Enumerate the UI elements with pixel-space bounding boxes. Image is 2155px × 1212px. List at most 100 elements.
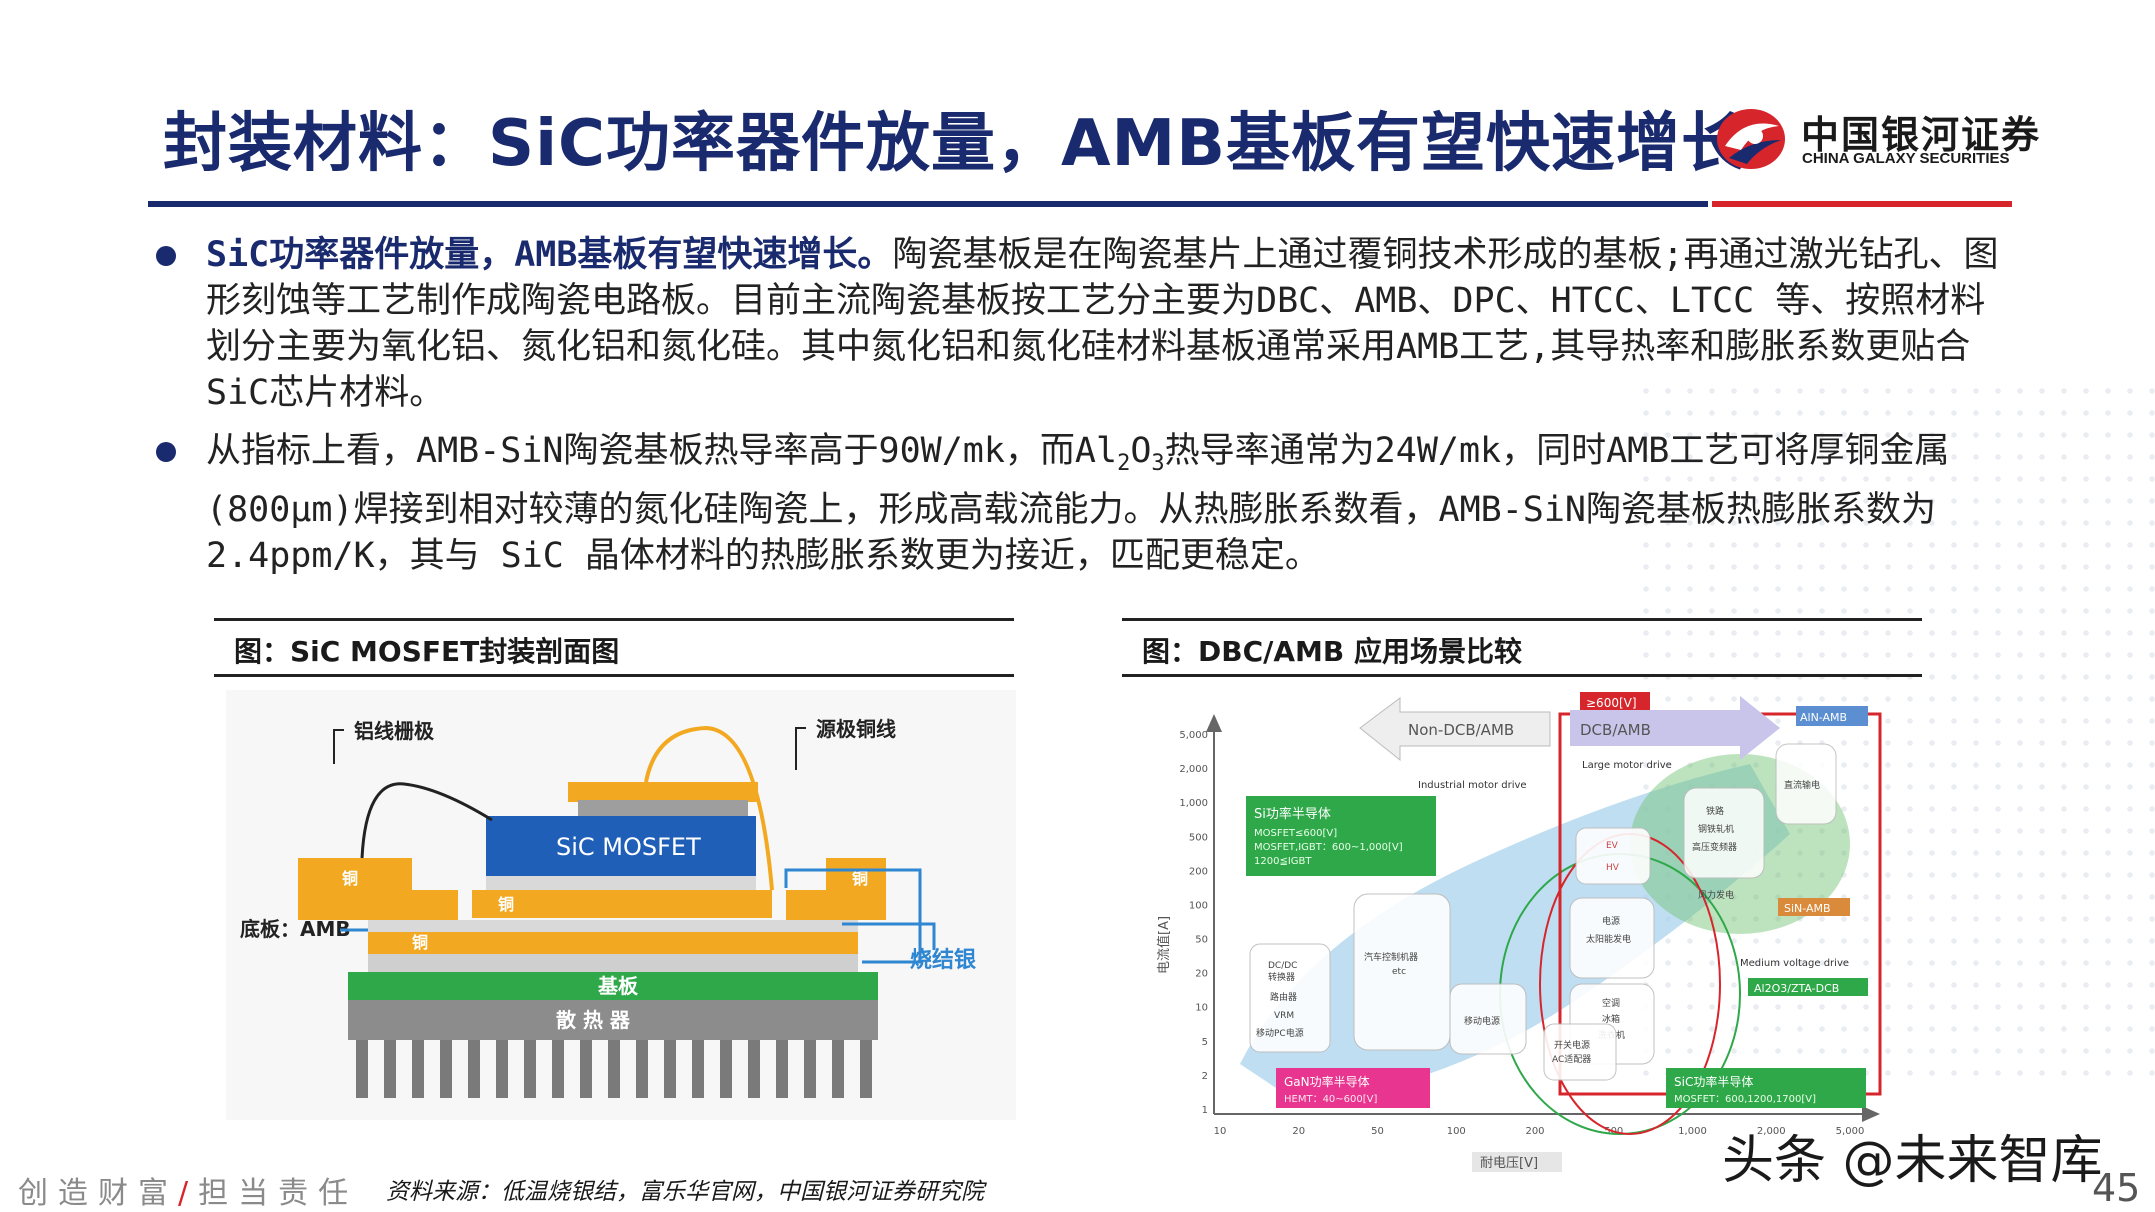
cu-wire-leader xyxy=(795,727,806,770)
company-logo: 中国银河证券 CHINA GALAXY SECURITIES xyxy=(1715,104,2039,174)
aln-amb-label: AlN-AMB xyxy=(1800,711,1847,724)
bullet-dot-icon xyxy=(156,442,176,462)
middle-copper-label: 铜 xyxy=(498,895,514,914)
dcdc2-label: 转换器 xyxy=(1268,971,1295,983)
app-box-rail xyxy=(1683,787,1765,879)
app-box-mobile xyxy=(1449,983,1527,1055)
car-ctrl-label: 汽车控制机器 xyxy=(1364,951,1418,963)
left-terminal xyxy=(298,858,458,920)
right-copper-label: 铜 xyxy=(852,869,868,888)
heatsink-base xyxy=(348,1000,878,1040)
slogan-slash: / xyxy=(178,1176,199,1211)
left-caption-bottom-rule xyxy=(214,674,1014,677)
y-tick-label: 200 xyxy=(1189,866,1208,877)
app-box-grid xyxy=(1775,743,1837,825)
x-tick-label: 20 xyxy=(1292,1126,1305,1137)
source-copper-wire xyxy=(644,725,774,891)
bullet-text-part: O xyxy=(1130,431,1152,471)
bullet-dot-icon xyxy=(156,246,176,266)
al2o3-label: Al2O3/ZTA-DCB xyxy=(1754,982,1839,995)
app-box-ev xyxy=(1575,827,1651,885)
bullet-text: 陶瓷基板是在陶瓷基片上通过覆铜技术形成的基板;再通过激光钻孔、图形刻蚀等工艺制作… xyxy=(206,235,1999,413)
subscript: 2 xyxy=(1117,451,1131,476)
substrate-label: 基板 xyxy=(598,974,639,998)
y-tick-label: 2 xyxy=(1202,1071,1208,1082)
gan-sub: HEMT：40~600[V] xyxy=(1284,1094,1378,1105)
y-tick-label: 500 xyxy=(1189,832,1208,843)
non-dcb-label: Non-DCB/AMB xyxy=(1408,721,1514,739)
router-label: 路由器 xyxy=(1270,991,1297,1003)
si-box-line1: MOSFET≤600[V] xyxy=(1254,828,1337,839)
app-box-car xyxy=(1353,893,1451,1051)
right-caption-top-rule xyxy=(1122,618,1922,621)
si-box-line2: MOSFET,IGBT：600~1,000[V] xyxy=(1254,842,1403,853)
hv-label: HV xyxy=(1606,863,1620,873)
dcb-amb-arrow xyxy=(1570,696,1780,760)
page-title: 封装材料：SiC功率器件放量，AMB基板有望快速增长 xyxy=(163,107,1746,181)
rail3-label: 高压变频器 xyxy=(1692,841,1737,853)
sinter-leader xyxy=(784,868,936,964)
large-motor-label: Large motor drive xyxy=(1582,760,1672,771)
x-axis-title-box xyxy=(1472,1152,1562,1172)
footer-slogan: 创造财富/担当责任 xyxy=(18,1168,358,1212)
medium-voltage-label: Medium voltage drive xyxy=(1740,958,1849,969)
si-power-box xyxy=(1246,796,1436,876)
amb-ceramic-layer xyxy=(368,920,858,932)
sinter-silver-layer xyxy=(368,952,858,972)
switch-label: 开关电源 xyxy=(1554,1039,1590,1051)
ac-label: 空调 xyxy=(1602,997,1620,1009)
x-tick-label: 100 xyxy=(1447,1126,1466,1137)
y-tick-label: 5 xyxy=(1202,1037,1208,1048)
al-wire-label: 铝线栅极 xyxy=(354,719,435,743)
non-dcb-arrow xyxy=(1359,697,1551,762)
chip-solder-layer xyxy=(486,876,756,890)
pc-label: 移动PC电源 xyxy=(1256,1027,1304,1039)
source-note: 资料来源：低温烧银结，富乐华官网，中国银河证券研究院 xyxy=(386,1179,984,1205)
y-tick-label: 100 xyxy=(1189,900,1208,911)
left-figure-caption: 图：SiC MOSFET封装剖面图 xyxy=(234,635,620,668)
aln-amb-tag xyxy=(1796,706,1868,726)
industrial-motor-label: Industrial motor drive xyxy=(1418,780,1527,791)
x-tick-label: 2,000 xyxy=(1757,1126,1786,1137)
x-tick-label: 50 xyxy=(1371,1126,1384,1137)
v600-tag xyxy=(1580,692,1650,712)
switch2-label: AC适配器 xyxy=(1552,1054,1591,1065)
bullet-item: SiC功率器件放量，AMB基板有望快速增长。陶瓷基板是在陶瓷基片上通过覆铜技术形… xyxy=(150,232,2000,416)
wash-label: 冰箱 xyxy=(1602,1013,1620,1025)
etc-label: etc xyxy=(1392,967,1406,977)
top-spacer xyxy=(578,800,748,816)
heatsink-fins xyxy=(356,1040,872,1098)
base-amb-label: 底板：AMB xyxy=(240,917,351,941)
y-tick-label: 20 xyxy=(1195,969,1208,980)
y-tick-label: 50 xyxy=(1195,935,1208,946)
y-tick-label: 5,000 xyxy=(1179,730,1208,741)
bottom-copper-layer xyxy=(368,930,858,954)
rail2-label: 钢铁轧机 xyxy=(1698,823,1734,835)
cu-wire-label: 源极铜线 xyxy=(816,717,896,741)
subscript: 3 xyxy=(1151,451,1165,476)
left-caption-top-rule xyxy=(214,618,1014,621)
sic-mosfet-cross-section-diagram: 散 热 器 基板 铜 铜 铜 铜 SiC MOSFET 铝线栅极 源极铜线 底板… xyxy=(226,690,1016,1120)
logo-chinese-name: 中国银河证券 xyxy=(1801,113,2042,157)
y-axis-arrow-icon xyxy=(1206,714,1222,732)
y-tick-label: 10 xyxy=(1195,1003,1208,1014)
bullet-text-part: 热导率通常为24W/mk，同时AMB工艺可将厚铜金属(800μm)焊接到相对较薄… xyxy=(206,431,1950,576)
sin-amb-tag xyxy=(1778,898,1850,916)
x-tick-label: 10 xyxy=(1214,1126,1227,1137)
gan-power-box xyxy=(1276,1068,1430,1108)
al-wire-leader xyxy=(333,729,344,764)
x-tick-label: 5,000 xyxy=(1836,1126,1865,1137)
bullet-item: 从指标上看，AMB-SiN陶瓷基板热导率高于90W/mk，而Al2O3热导率通常… xyxy=(150,428,2000,579)
gan-title: GaN功率半导体 xyxy=(1284,1074,1370,1089)
app-box-switch xyxy=(1543,1023,1617,1081)
watermark: 头条 @未来智库 xyxy=(1722,1131,2103,1191)
x-tick-label: 200 xyxy=(1525,1126,1544,1137)
slogan-b: 担当责任 xyxy=(198,1176,359,1211)
chip-label: SiC MOSFET xyxy=(556,833,701,861)
sin-amb-label: SiN-AMB xyxy=(1784,902,1831,915)
bullet-lead: SiC功率器件放量，AMB基板有望快速增长。 xyxy=(206,235,893,275)
dcb-amb-label: DCB/AMB xyxy=(1580,721,1651,739)
page-number: 45 xyxy=(2092,1166,2141,1210)
